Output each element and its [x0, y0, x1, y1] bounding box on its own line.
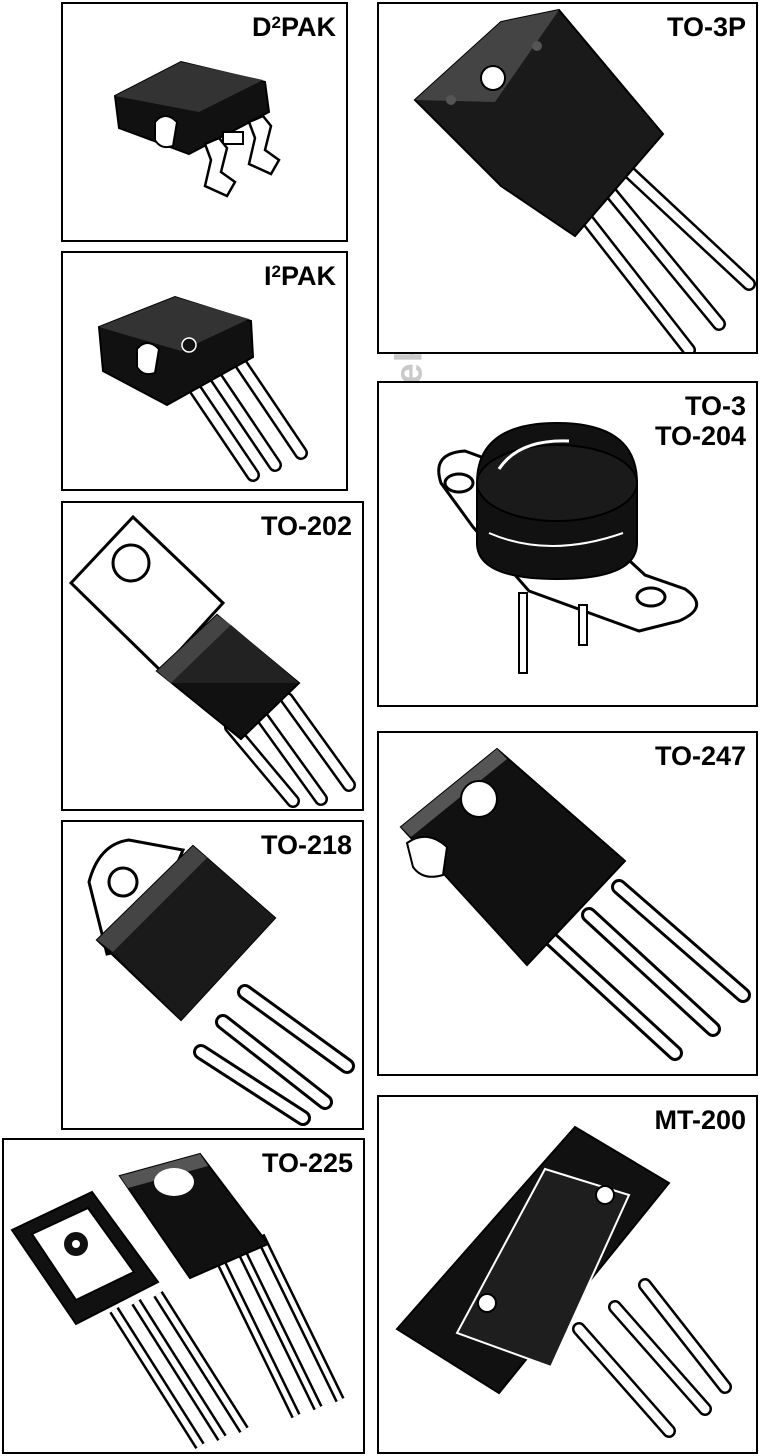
- to218-package-drawing: [87, 838, 355, 1126]
- package-label-i2pak: I2PAK: [264, 261, 336, 291]
- d2pak-package-drawing: [113, 60, 281, 198]
- panel-i2pak: I2PAK: [61, 251, 348, 491]
- to225-package-drawing: [10, 1152, 345, 1449]
- package-label-d2pak: D2PAK: [252, 12, 336, 42]
- i2pak-package-drawing: [97, 295, 308, 482]
- to202-package-drawing: [68, 514, 356, 808]
- package-label-to225: TO-225: [261, 1148, 353, 1178]
- package-label-to202: TO-202: [260, 511, 352, 541]
- package-label-to218: TO-218: [260, 830, 352, 860]
- mt200-package-drawing: [395, 1125, 732, 1438]
- to3p-package-drawing: [413, 8, 756, 352]
- package-label-mt200: MT-200: [654, 1105, 746, 1135]
- panel-to3p: TO-3P: [377, 2, 758, 354]
- package-label-to247: TO-247: [654, 741, 746, 771]
- to3-package-drawing: [437, 421, 698, 674]
- panel-to3: TO-3 TO-204: [377, 381, 758, 707]
- panel-mt200: MT-200: [377, 1095, 758, 1454]
- panel-to218: TO-218: [61, 820, 364, 1130]
- panel-to202: TO-202: [61, 501, 364, 811]
- panel-d2pak: D2PAK: [61, 2, 348, 242]
- panel-to225: TO-225: [2, 1138, 365, 1454]
- to247-package-drawing: [399, 747, 751, 1061]
- panel-to247: TO-247: [377, 731, 758, 1076]
- package-label-to3p: TO-3P: [666, 12, 746, 42]
- package-label-to3: TO-3 TO-204: [654, 391, 746, 451]
